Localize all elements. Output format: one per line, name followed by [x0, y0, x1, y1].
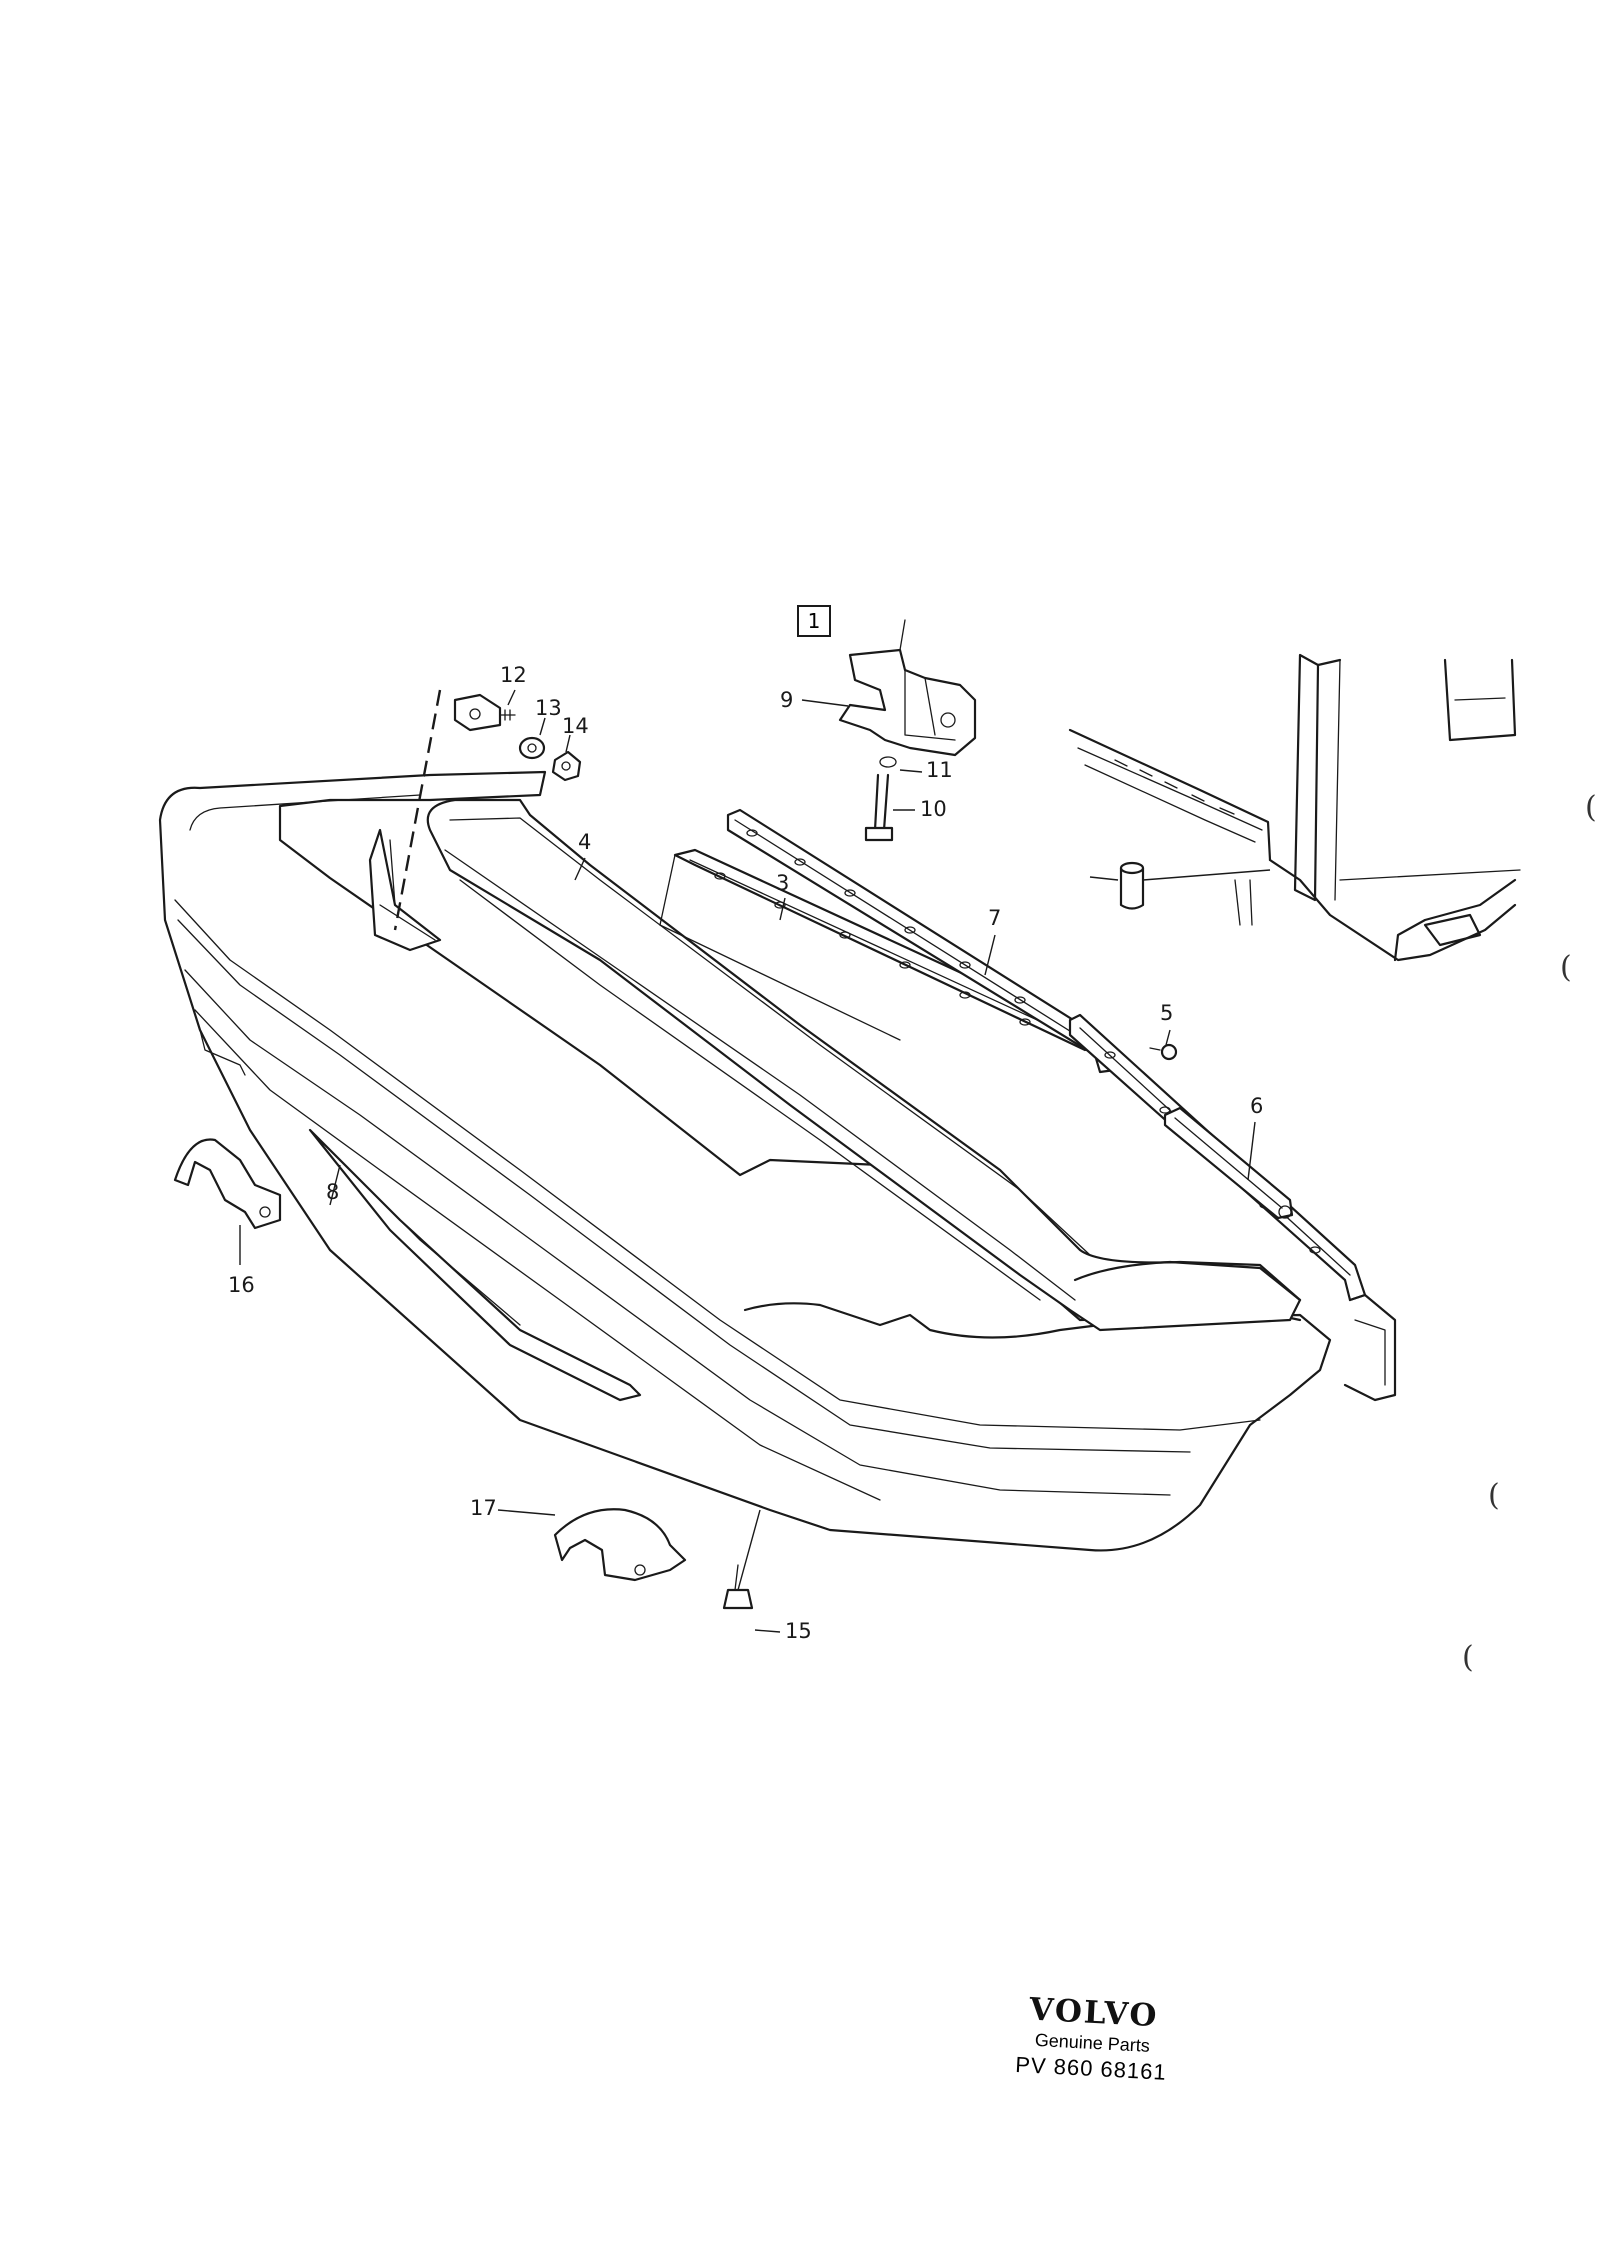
callout-3: 4 — [578, 830, 592, 854]
callout-2: 3 — [776, 871, 790, 895]
leader-lines — [239, 689, 1271, 1633]
brand-block: VOLVO Genuine Parts PV 860 68161 — [995, 1990, 1189, 2087]
callout-6: 7 — [988, 906, 1002, 930]
upper-bracket-assembly — [838, 619, 977, 842]
assembly-marker-box: 1 — [797, 605, 831, 637]
outer-rail — [1068, 1013, 1397, 1402]
scan-mark: ( — [1585, 790, 1597, 825]
spacer-17 — [1119, 861, 1145, 910]
clip-11 — [453, 693, 516, 732]
left-support-bracket — [368, 828, 442, 952]
nut-13 — [551, 750, 582, 782]
washer-12 — [518, 736, 546, 760]
bracket-16 — [553, 1508, 687, 1582]
callout-13: 14 — [562, 714, 589, 738]
screw-14 — [722, 1564, 754, 1610]
scan-mark: ( — [1462, 1640, 1474, 1675]
bumper-cover — [158, 770, 1332, 1552]
mounting-rail-holes — [746, 829, 1026, 1004]
callout-8: 9 — [780, 688, 794, 712]
callout-14: 15 — [785, 1619, 812, 1643]
trim-strip-holes — [714, 872, 1031, 1026]
callout-12: 13 — [535, 696, 562, 720]
small-strip — [1163, 1106, 1294, 1220]
scan-mark: ( — [1560, 950, 1572, 985]
callout-11: 12 — [500, 663, 527, 687]
callout-7: 8 — [326, 1180, 340, 1204]
inner-reinforcement — [426, 798, 1302, 1332]
callout-5: 6 — [1250, 1094, 1264, 1118]
bracket-15 — [173, 1138, 282, 1230]
callout-15: 16 — [228, 1273, 255, 1297]
callout-4: 5 — [1160, 1001, 1174, 1025]
bolt-4 — [1149, 1043, 1178, 1061]
vehicle-body-corner — [1068, 653, 1521, 962]
scan-mark: ( — [1488, 1478, 1500, 1513]
mounting-rail — [726, 808, 1117, 1074]
trim-strip — [659, 848, 1102, 1052]
fastener-dashed-line — [393, 689, 442, 931]
callout-16: 17 — [470, 1496, 497, 1520]
callout-9: 10 — [920, 797, 947, 821]
callout-10: 11 — [926, 758, 953, 782]
